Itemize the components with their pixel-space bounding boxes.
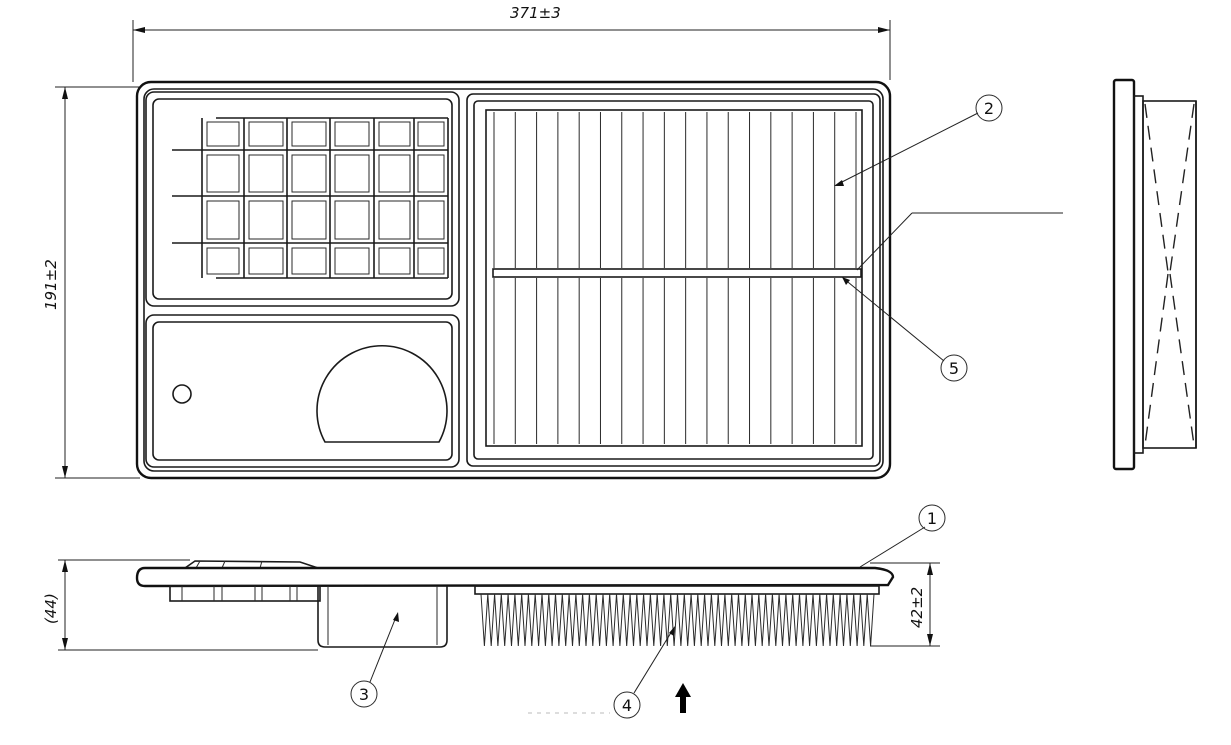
pleat-height-dimension: 42±2: [870, 562, 940, 647]
intake-compartment: [145, 314, 460, 468]
grid-compartment: [145, 91, 460, 307]
overall-height-label: (44): [42, 593, 60, 624]
balloon-5-label: 5: [949, 359, 959, 378]
balloon-1: [918, 504, 946, 532]
width-dimension-label: 191±2: [42, 259, 60, 310]
plan-view: [135, 80, 892, 480]
front-view: [135, 560, 895, 648]
balloon-2-group: 2: [834, 94, 1003, 186]
balloon-4-label: 4: [622, 696, 632, 715]
arrow-up-icon: [675, 683, 691, 713]
balloon-4: [613, 691, 641, 719]
balloon-4-group: 4: [613, 626, 675, 719]
balloon-3: [350, 680, 378, 708]
intake-opening: [316, 345, 448, 443]
balloon-5: [940, 354, 968, 382]
balloon-5-group: 5: [842, 277, 968, 382]
balloon-1-group: 1: [859, 504, 946, 568]
width-dimension: 191±2: [42, 86, 140, 479]
mounting-hole: [172, 384, 192, 404]
balloon-1-label: 1: [927, 509, 937, 528]
overall-height-dimension: (44): [42, 559, 318, 651]
end-view: [1112, 78, 1197, 471]
reference-leader: [856, 212, 1063, 271]
length-dimension-label: 371±3: [510, 4, 561, 22]
pleat-height-label: 42±2: [908, 587, 926, 628]
balloon-2: [975, 94, 1003, 122]
filter-media-panel: [466, 93, 881, 467]
balloon-3-label: 3: [359, 685, 369, 704]
balloon-3-group: 3: [350, 612, 399, 708]
length-dimension: 371±3: [132, 4, 891, 82]
balloon-2-label: 2: [984, 99, 994, 118]
